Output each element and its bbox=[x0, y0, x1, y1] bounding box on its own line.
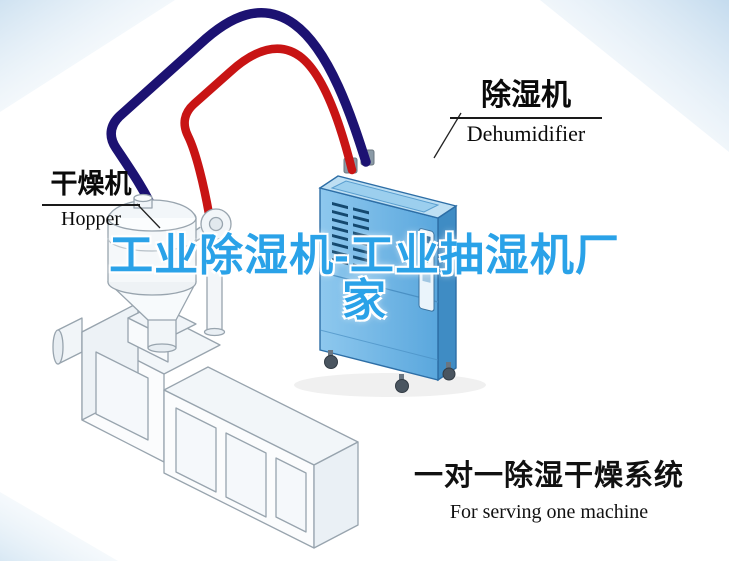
dehumidifier-leader-line bbox=[433, 112, 462, 159]
extruder-illustration bbox=[52, 302, 359, 549]
control-panel bbox=[418, 228, 435, 312]
hopper-callout: 干燥机 Hopper bbox=[42, 162, 140, 231]
return-air-hose bbox=[106, 8, 371, 217]
supply-air-hose bbox=[180, 44, 357, 219]
dehumidifier-callout: 除湿机 Dehumidifier bbox=[450, 70, 602, 147]
caster-wheels bbox=[324, 350, 456, 393]
caption-cn: 一对一除湿干燥系统 bbox=[413, 460, 684, 492]
watermark-line-2: 家 bbox=[342, 275, 387, 325]
corner-decoration-top-right bbox=[540, 0, 729, 152]
watermark-line-1: 工业除湿机-工业抽湿机厂 bbox=[109, 231, 620, 280]
dehumidifier-label-en: Dehumidifier bbox=[466, 121, 586, 146]
dehumidifier-illustration bbox=[294, 149, 486, 397]
caption-en: For serving one machine bbox=[449, 501, 649, 523]
hopper-label-cn: 干燥机 bbox=[42, 162, 140, 206]
vent-grille bbox=[332, 202, 369, 271]
corner-decoration-top-left bbox=[0, 0, 175, 112]
watermark-text: 工业除湿机-工业抽湿机厂 家 bbox=[0, 231, 729, 325]
dehumidifier-label-cn: 除湿机 bbox=[450, 70, 602, 119]
hopper-label-en: Hopper bbox=[61, 208, 121, 230]
caption: 一对一除湿干燥系统 For serving one machine bbox=[398, 452, 700, 524]
hopper-leader-line bbox=[136, 203, 161, 229]
callout-leader-lines bbox=[136, 112, 462, 229]
corner-decoration-bottom-left bbox=[0, 492, 118, 561]
